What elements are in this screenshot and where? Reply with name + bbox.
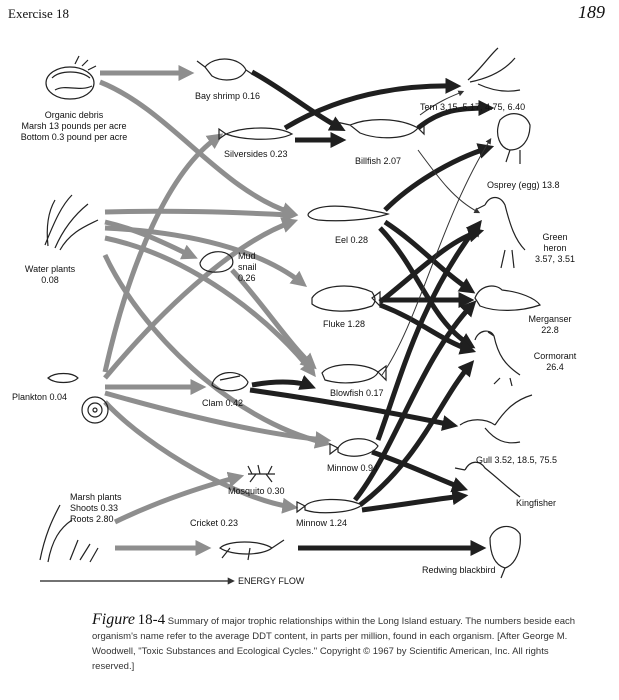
osprey-label: Osprey (egg) 13.8	[487, 180, 560, 190]
minnow-094-sketch	[329, 438, 379, 457]
plankton-sketch	[47, 372, 109, 424]
clam-label: Clam 0.42	[202, 398, 244, 408]
plankton-label: Plankton 0.04	[12, 392, 68, 402]
green-heron-label: Green heron 3.57, 3.51	[534, 232, 576, 264]
water-plants-sketch	[44, 194, 99, 251]
arrow-fluke-cormorant	[379, 302, 477, 355]
silversides-label: Silversides 0.23	[224, 149, 288, 159]
billfish-label: Billfish 2.07	[355, 156, 402, 166]
figure-word: Figure	[92, 611, 135, 628]
arrow-plankton-silversides	[102, 133, 224, 373]
energy-flow-label: ENERGY FLOW	[238, 576, 305, 586]
fluke-sketch	[311, 285, 381, 312]
organism-sketches	[39, 47, 541, 579]
bay-shrimp-label: Bay shrimp 0.16	[195, 91, 261, 101]
figure-caption: Figure 18-4 Summary of major trophic rel…	[92, 612, 592, 674]
caption-text: Summary of major trophic relationships w…	[92, 616, 576, 672]
clam-sketch	[211, 372, 249, 392]
cormorant-label: Cormorant 26.4	[533, 351, 577, 372]
cricket-sketch	[219, 539, 285, 561]
tern-label: Tern 3.15, 5.17, 4.75, 6.40	[420, 102, 526, 112]
billfish-sketch	[331, 119, 425, 139]
kingfisher-label: Kingfisher	[516, 498, 557, 508]
bay-shrimp-sketch	[196, 58, 253, 81]
page-number: 189	[578, 2, 605, 22]
arrow-minnow-heron	[375, 219, 482, 441]
mud-snail-label: Mud snail 0.26	[238, 251, 257, 283]
redwing-label: Redwing blackbird	[422, 565, 496, 575]
redwing-sketch	[489, 525, 521, 579]
arrow-clam-gull	[249, 387, 459, 431]
green-heron-sketch	[476, 196, 526, 269]
arrow-waterplants-fluke	[104, 225, 308, 287]
eel-label: Eel 0.28	[335, 235, 369, 245]
arrow-silversides-tern	[283, 77, 462, 131]
arrow-clam-blowfish	[251, 375, 316, 390]
arrow-blowfish-osprey-thin	[381, 137, 492, 376]
arrow-shrimp-billfish	[250, 69, 346, 132]
mosquito-label: Mosquito 0.30	[228, 486, 285, 496]
arrow-waterplants-eel	[104, 206, 299, 223]
water-plants-label: Water plants 0.08	[24, 264, 76, 285]
silversides-sketch	[218, 127, 294, 141]
cricket-label: Cricket 0.23	[190, 518, 239, 528]
arrow-shrimp-tern-thin	[419, 90, 465, 116]
arrow-eel-osprey	[383, 143, 495, 212]
exercise-header: Exercise 18	[8, 6, 70, 21]
arrow-minnow2-kingfisher	[361, 489, 469, 513]
organic-debris-sketch	[45, 55, 97, 100]
tern-sketch	[467, 47, 521, 92]
arrow-minnow2-cormorant	[358, 360, 475, 507]
mosquito-sketch	[247, 464, 275, 483]
gull-label: Gull 3.52, 18.5, 75.5	[476, 455, 558, 465]
eel-sketch	[307, 205, 390, 222]
osprey-sketch	[497, 113, 531, 164]
minnow-124-label: Minnow 1.24	[296, 518, 348, 528]
minnow-124-sketch	[296, 498, 364, 514]
arrow-waterplants-minnow	[102, 253, 332, 449]
blowfish-label: Blowfish 0.17	[330, 388, 384, 398]
cormorant-sketch	[474, 330, 521, 387]
arrow-eel-cormorant	[378, 226, 476, 349]
merganser-sketch	[474, 285, 541, 311]
fluke-label: Fluke 1.28	[323, 319, 366, 329]
arrow-eel-merganser	[383, 219, 476, 294]
arrow-snail-blowfish	[230, 268, 317, 370]
arrow-debris-eel	[99, 79, 299, 218]
gull-sketch	[459, 394, 533, 444]
arrow-plankton-minnow	[104, 390, 332, 448]
blowfish-sketch	[321, 364, 387, 384]
merganser-label: Merganser 22.8	[528, 314, 572, 335]
arrow-plankton-eel	[103, 217, 299, 380]
arrow-minnow2-merganser	[353, 300, 477, 502]
marsh-plants-label: Marsh plants Shoots 0.33 Roots 2.80	[70, 492, 122, 524]
marsh-plants-sketch	[39, 504, 99, 563]
figure-number: 18-4	[137, 612, 166, 628]
minnow-094-label: Minnow 0.94	[327, 463, 379, 473]
kingfisher-sketch	[454, 461, 521, 498]
arrow-billfish-heron-thin	[417, 149, 481, 214]
arrow-plankton-minnow2	[103, 400, 299, 514]
arrow-waterplants-snail	[104, 219, 198, 260]
arrow-marshplants-mosquito	[113, 471, 245, 525]
mud-snail-sketch	[199, 251, 234, 273]
organic-debris-label: Organic debris Marsh 13 pounds per acre …	[20, 110, 128, 142]
